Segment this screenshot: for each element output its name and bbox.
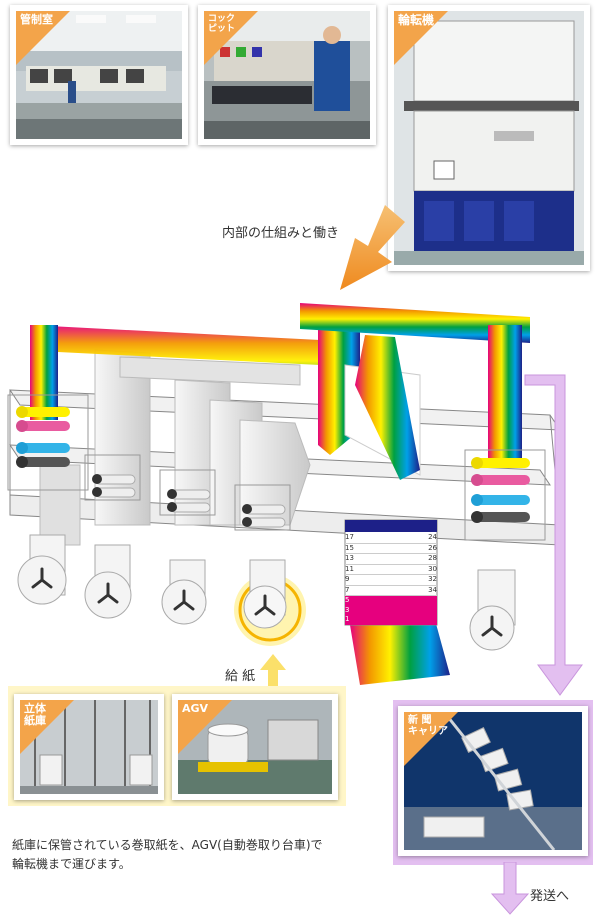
reel-spokes	[31, 567, 503, 637]
page-sheet-row: 5	[345, 596, 437, 606]
color-web-ribbons	[30, 303, 530, 480]
shipping-label: 発送へ	[530, 889, 570, 904]
inner-mechanism-label: 内部の仕組みと働き	[222, 226, 340, 241]
left-ink-unit	[7, 394, 89, 491]
press-diagram	[7, 303, 561, 651]
highlighted-reel	[234, 559, 306, 646]
agv-label: AGV	[182, 702, 209, 715]
rack-warehouse-photo: 立体 紙庫	[14, 694, 164, 800]
output-flow-arrow	[524, 374, 583, 696]
rack-warehouse-label: 立体 紙庫	[24, 702, 46, 727]
description-line-1: 紙庫に保管されている巻取紙を、AGV(自動巻取り台車)で	[12, 838, 323, 852]
right-ink-unit	[464, 449, 546, 541]
description-line-2: 輪転機まで運びます。	[12, 857, 131, 871]
press-label: 輪転機	[398, 13, 435, 27]
control-room-photo: 管制室	[10, 5, 188, 145]
carrier-photo: 新 聞 キャリア	[398, 706, 588, 856]
press-photo: 輪転機	[388, 5, 590, 271]
shipping-arrow	[490, 862, 530, 915]
paper-feed-label: 給 紙	[225, 669, 256, 684]
agv-photo: AGV	[172, 694, 338, 800]
page-stack	[344, 519, 450, 685]
carrier-label: 新 聞 キャリア	[408, 715, 448, 737]
grey-web-ribbons	[39, 349, 311, 546]
paper-feed-arrow	[260, 654, 286, 690]
page-sheet-row: 3	[345, 605, 437, 615]
control-room-label: 管制室	[20, 13, 53, 26]
page-sheet-row: 1	[345, 615, 437, 625]
middle-print-units	[84, 454, 291, 531]
cockpit-label: コック ピット	[208, 14, 236, 34]
cockpit-photo: コック ピット	[198, 5, 376, 145]
inner-mechanism-arrow	[340, 205, 405, 290]
